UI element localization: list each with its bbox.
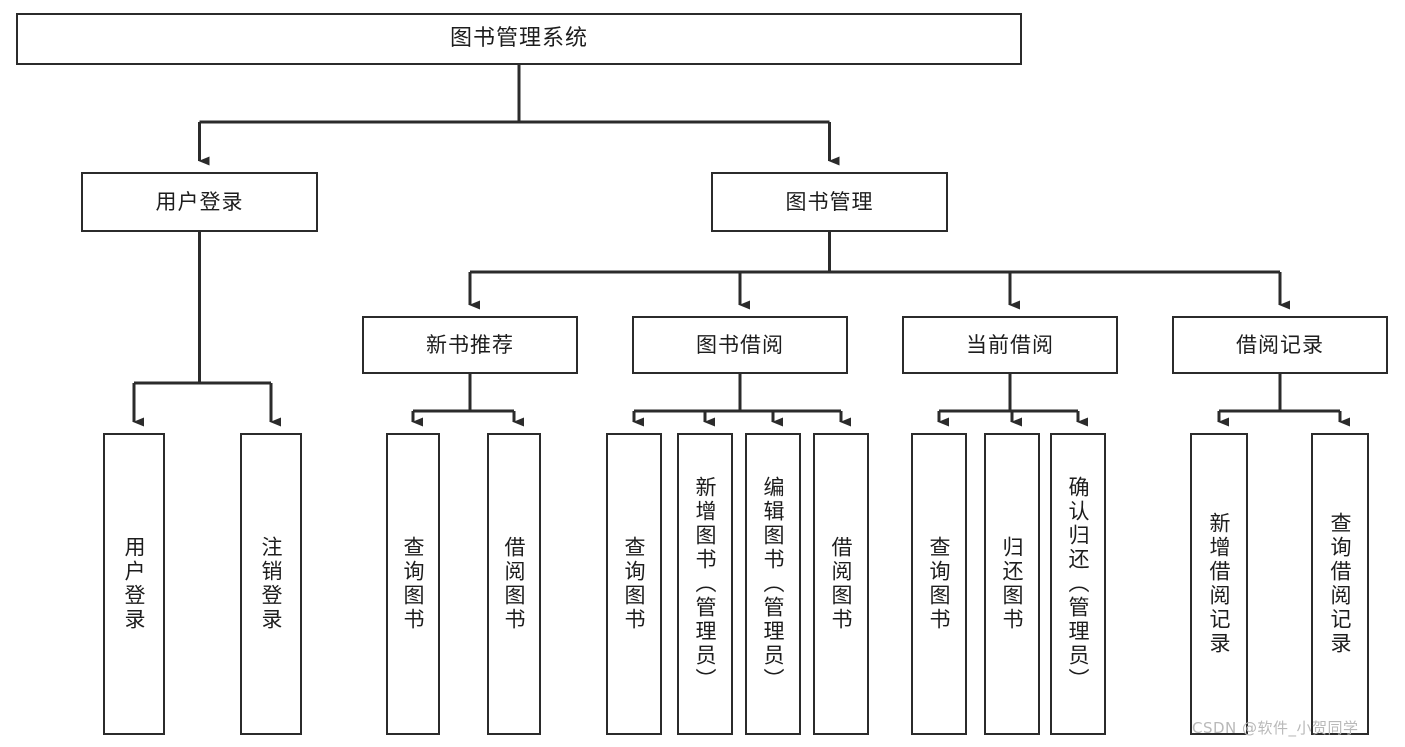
leaf-node-3-label: 借阅图书 xyxy=(502,536,527,632)
level3-node-2-label: 当前借阅 xyxy=(966,332,1054,357)
leaf-node-11: 新增借阅记录 xyxy=(1190,433,1248,735)
leaf-node-8-label: 查询图书 xyxy=(927,536,952,632)
leaf-node-7: 借阅图书 xyxy=(813,433,869,735)
csdn-watermark: CSDN @软件_小贺同学 xyxy=(1192,719,1359,737)
leaf-node-11-label: 新增借阅记录 xyxy=(1207,512,1232,656)
leaf-node-2-label: 查询图书 xyxy=(401,536,426,632)
leaf-node-3: 借阅图书 xyxy=(487,433,541,735)
leaf-node-6-label: 编辑图书（管理员） xyxy=(761,476,786,692)
level3-node-1: 图书借阅 xyxy=(632,316,848,374)
level2-node-1: 图书管理 xyxy=(711,172,948,232)
root-node-label: 图书管理系统 xyxy=(449,26,588,52)
leaf-node-9: 归还图书 xyxy=(984,433,1040,735)
level3-node-3: 借阅记录 xyxy=(1172,316,1388,374)
leaf-node-0-label: 用户登录 xyxy=(122,536,147,632)
leaf-node-12-label: 查询借阅记录 xyxy=(1328,512,1353,656)
leaf-node-2: 查询图书 xyxy=(386,433,440,735)
level2-node-1-label: 图书管理 xyxy=(785,189,874,214)
level2-node-0: 用户登录 xyxy=(81,172,318,232)
leaf-node-10: 确认归还（管理员） xyxy=(1050,433,1106,735)
leaf-node-4: 查询图书 xyxy=(606,433,662,735)
level3-node-2: 当前借阅 xyxy=(902,316,1118,374)
leaf-node-10-label: 确认归还（管理员） xyxy=(1066,476,1091,692)
leaf-node-12: 查询借阅记录 xyxy=(1311,433,1369,735)
level3-node-3-label: 借阅记录 xyxy=(1236,332,1324,357)
leaf-node-5-label: 新增图书（管理员） xyxy=(693,476,718,692)
leaf-node-7-label: 借阅图书 xyxy=(829,536,854,632)
root-node: 图书管理系统 xyxy=(16,13,1022,65)
leaf-node-4-label: 查询图书 xyxy=(622,536,647,632)
leaf-node-9-label: 归还图书 xyxy=(1000,536,1025,632)
level2-node-0-label: 用户登录 xyxy=(155,189,244,214)
level3-node-0: 新书推荐 xyxy=(362,316,578,374)
leaf-node-1-label: 注销登录 xyxy=(259,536,284,632)
leaf-node-1: 注销登录 xyxy=(240,433,302,735)
level3-node-0-label: 新书推荐 xyxy=(426,332,514,357)
leaf-node-6: 编辑图书（管理员） xyxy=(745,433,801,735)
leaf-node-0: 用户登录 xyxy=(103,433,165,735)
leaf-node-5: 新增图书（管理员） xyxy=(677,433,733,735)
leaf-node-8: 查询图书 xyxy=(911,433,967,735)
level3-node-1-label: 图书借阅 xyxy=(696,332,784,357)
